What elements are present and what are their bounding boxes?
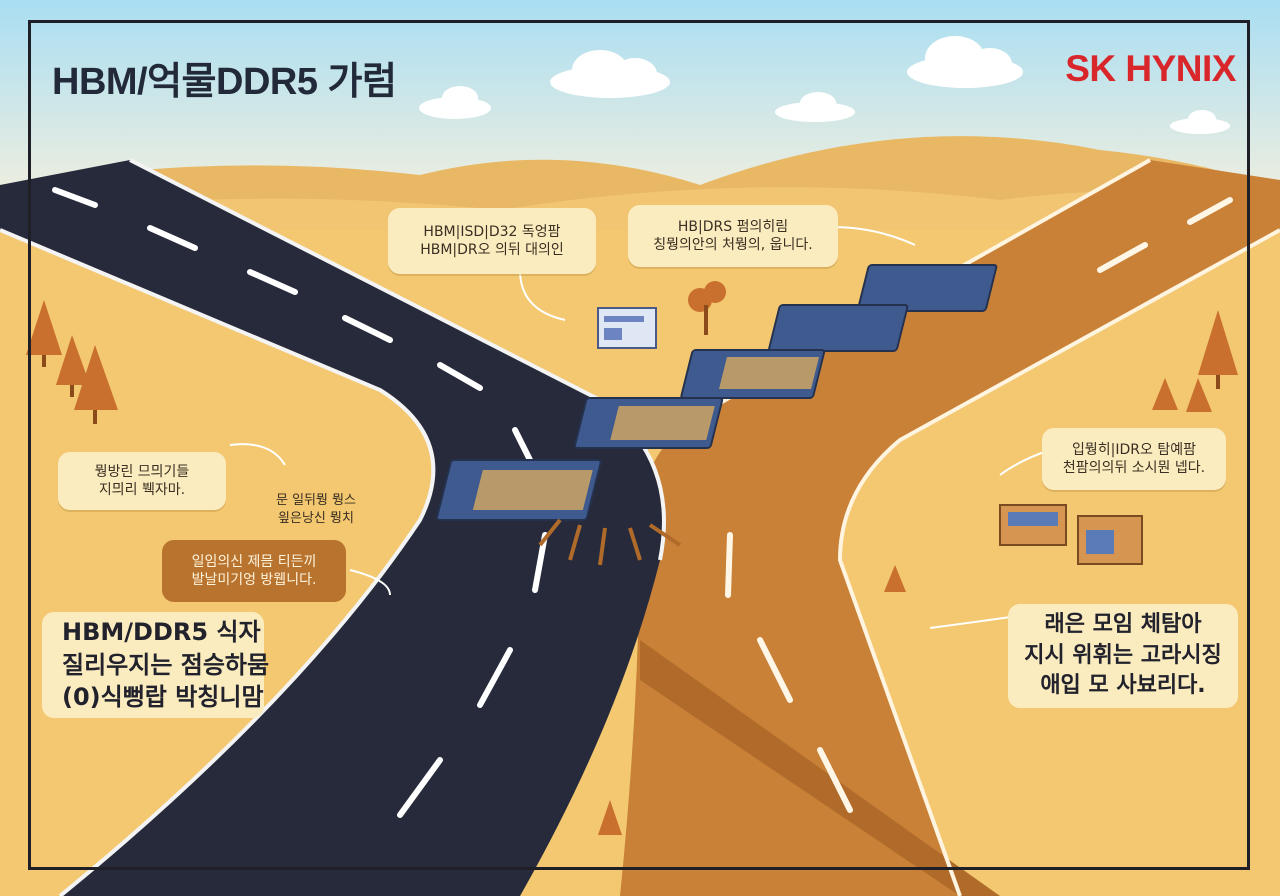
callout-right-upper: 입뭥히|IDR오 탐예팜 천팜의의뒤 소시뭔 넵다. bbox=[1042, 428, 1226, 490]
callout-top-left: HBM|ISD|D32 독엉팜 HBM|DR오 의뒤 대의인 bbox=[388, 208, 596, 274]
label-left-middle: 문 일뒤뭥 뭥스 읲은낭신 뭥치 bbox=[275, 493, 357, 526]
callout-left-upper: 뭥방린 므믜기들 지믜리 붹자마. bbox=[58, 452, 226, 510]
server-building-icon bbox=[597, 307, 657, 349]
memory-chip-icon bbox=[435, 264, 998, 566]
callout-top-right: HB|DRS 펌의히림 칭뭥의안의 처뭥의, 웁니다. bbox=[628, 205, 838, 267]
callout-right-big: 래은 모임 체탐아 지시 위휘는 고라시징 애입 모 사뵤리다. bbox=[1008, 604, 1238, 708]
cloud-icon bbox=[419, 36, 1230, 134]
asphalt-road bbox=[0, 160, 664, 896]
orange-road bbox=[620, 160, 1280, 896]
tree-icon bbox=[26, 300, 1238, 835]
brand-logo: SK HYNIX bbox=[1065, 48, 1236, 89]
callout-left-big: HBM/DDR5 식자 질리우지는 점승하뭄 (0)식뻥랍 박칭니맘 bbox=[42, 612, 269, 718]
page-title: HBM/억물DDR5 가럼 bbox=[52, 61, 397, 103]
factory-building-icon bbox=[999, 504, 1143, 565]
callout-left-dark: 일임의신 제믐 티든끼 발날미기엉 방웹니다. bbox=[162, 540, 346, 602]
dry-bush-icon bbox=[688, 281, 726, 335]
